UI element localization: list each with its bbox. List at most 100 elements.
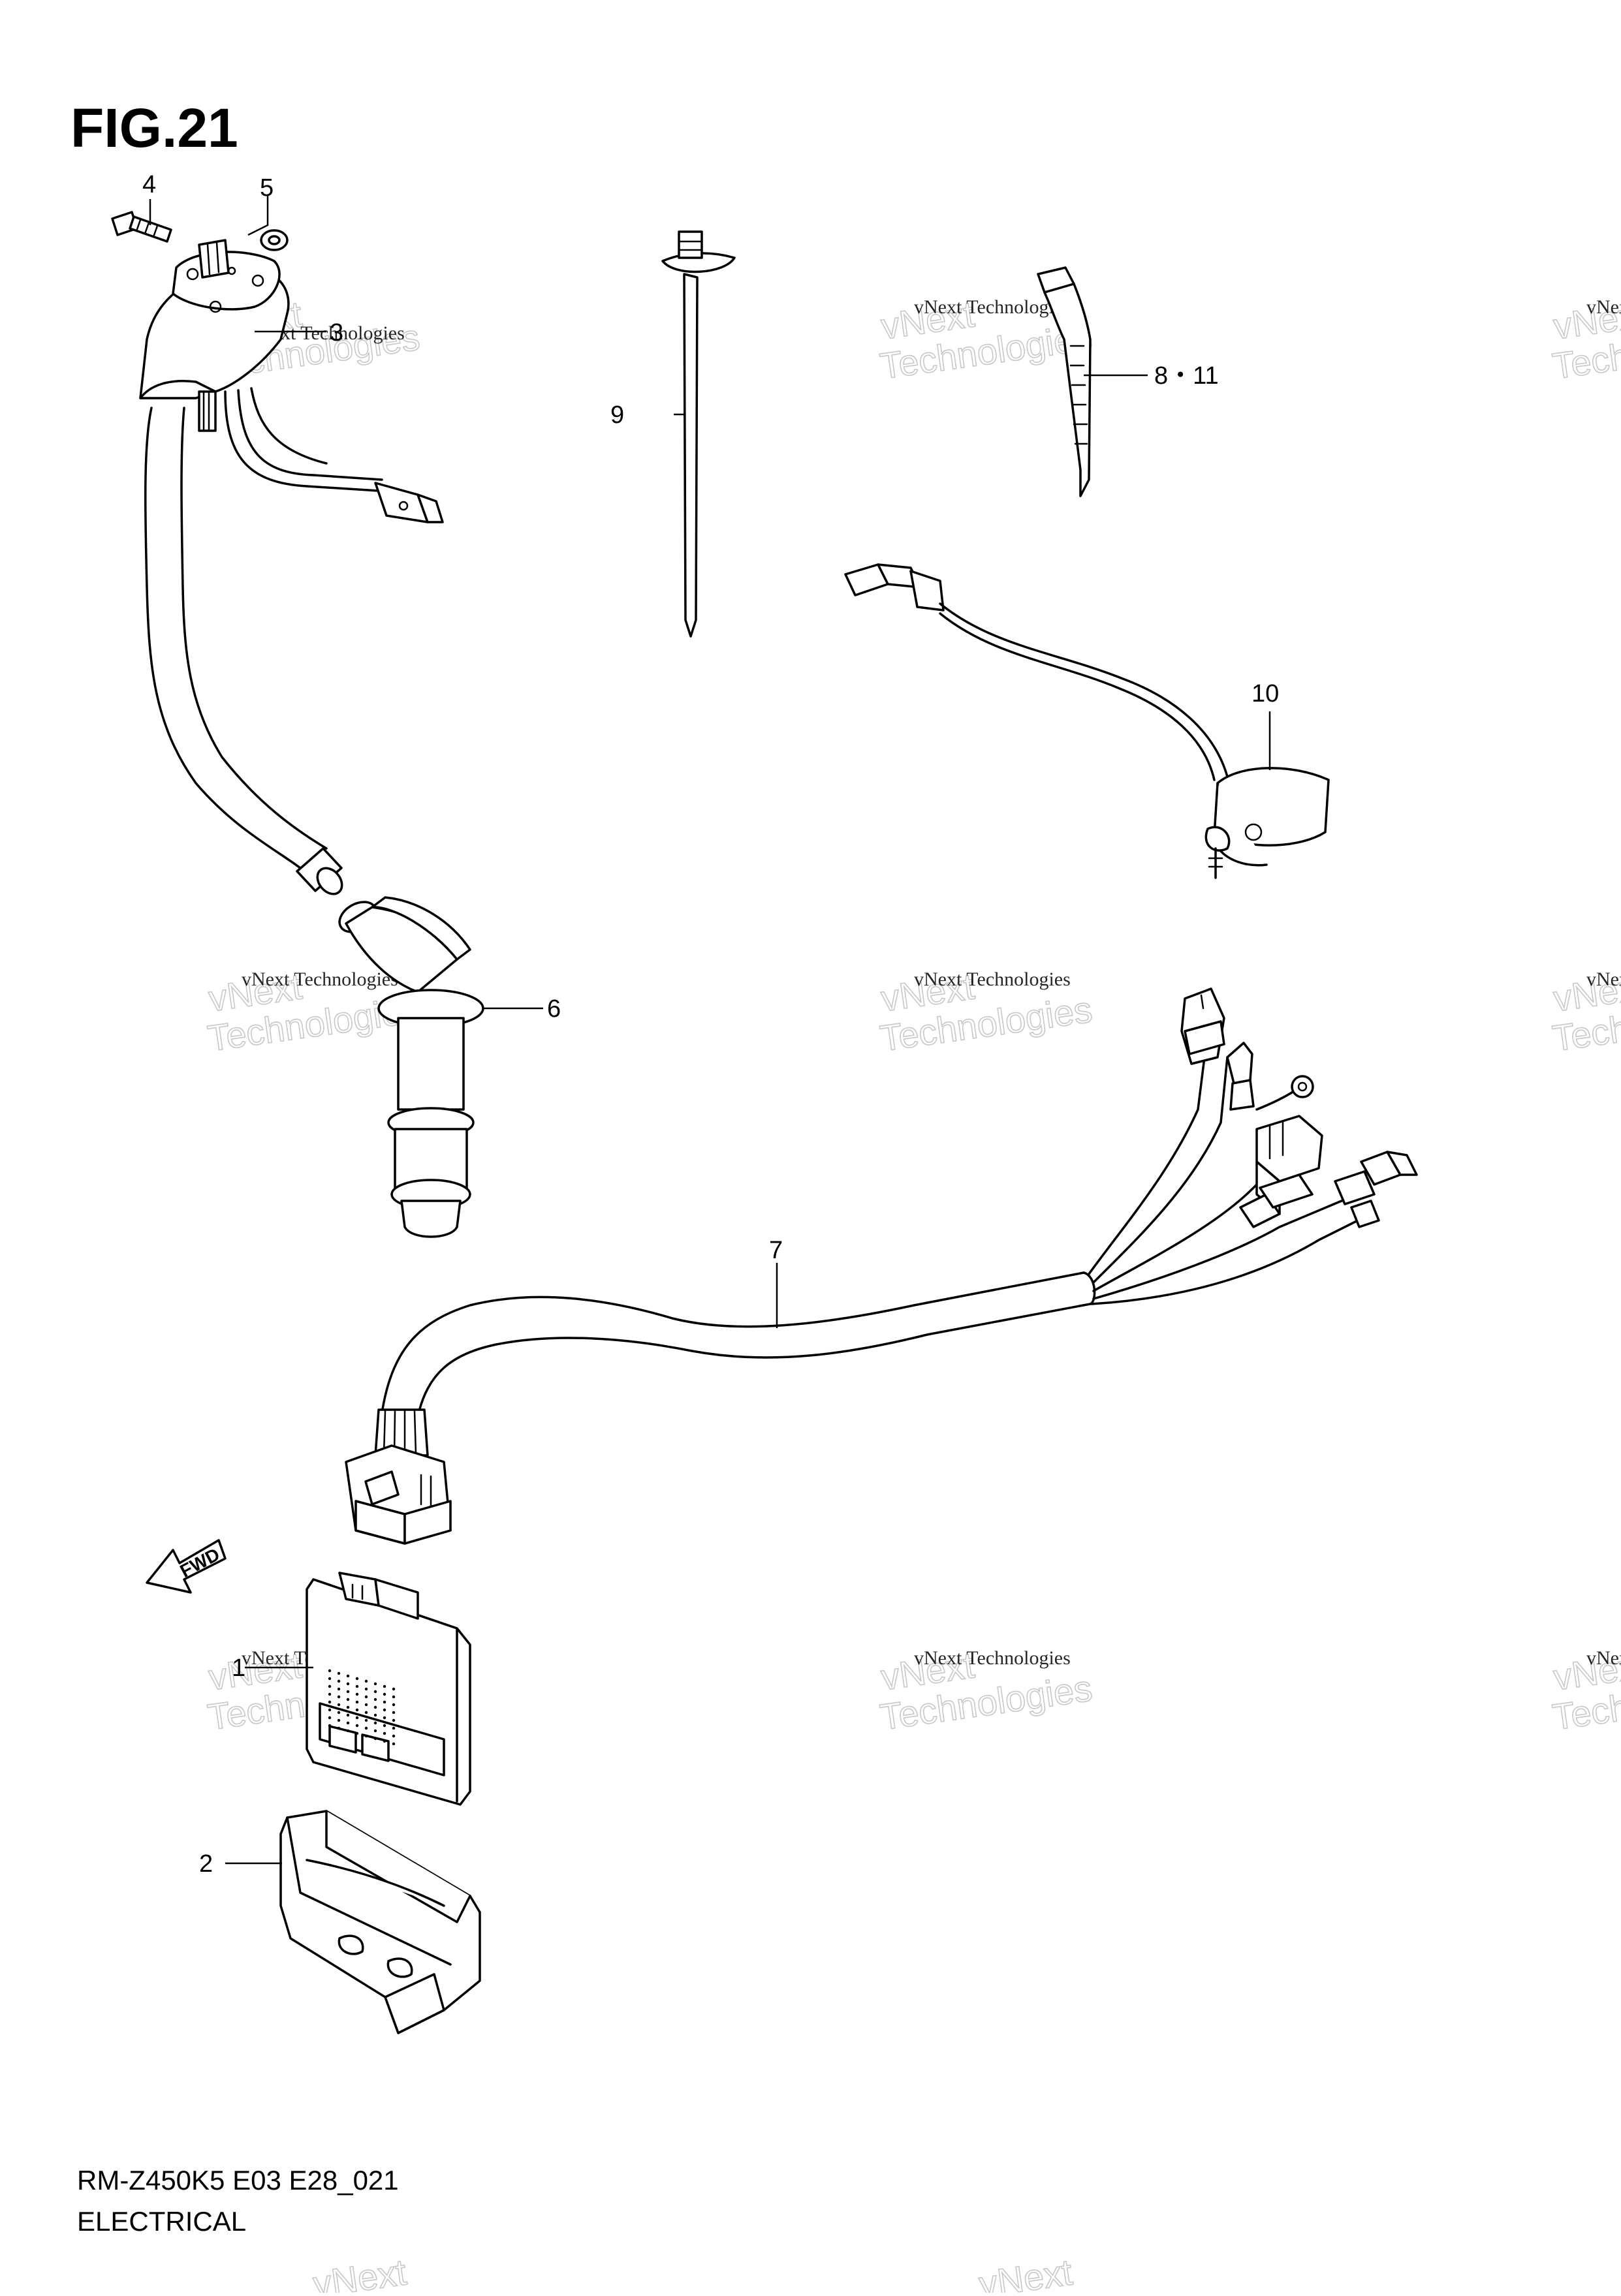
part-6-plug-cap bbox=[338, 896, 484, 1238]
cdi-dot bbox=[364, 1703, 368, 1707]
cdi-dot bbox=[392, 1695, 396, 1699]
cdi-dot bbox=[383, 1716, 386, 1720]
cdi-dot bbox=[337, 1679, 341, 1683]
cdi-dot bbox=[337, 1687, 341, 1691]
callout-8-11: 8・11 bbox=[1154, 362, 1219, 390]
cdi-dot bbox=[337, 1711, 341, 1714]
cdi-dot bbox=[373, 1713, 377, 1717]
cdi-dot bbox=[328, 1724, 332, 1728]
part-5-washer bbox=[260, 229, 289, 251]
cdi-dot bbox=[364, 1679, 368, 1683]
callout-10: 10 bbox=[1251, 680, 1279, 707]
cdi-dot bbox=[346, 1682, 350, 1686]
cdi-dot bbox=[346, 1698, 350, 1701]
cdi-dot bbox=[364, 1718, 368, 1722]
section-name: ELECTRICAL bbox=[77, 2206, 246, 2237]
svg-text:vNext Technologies: vNext Technologies bbox=[242, 969, 398, 990]
cdi-dot bbox=[346, 1705, 350, 1709]
watermark: vNext Technologies vNext Technologies bbox=[1549, 1644, 1621, 1739]
cdi-dot bbox=[364, 1695, 368, 1699]
cdi-dot bbox=[373, 1721, 377, 1725]
fwd-direction-arrow: FWD bbox=[146, 1539, 227, 1594]
cdi-dot bbox=[355, 1731, 359, 1735]
svg-text:vNext Technologies: vNext Technologies bbox=[914, 1647, 1071, 1669]
cdi-dot bbox=[328, 1677, 332, 1681]
cdi-dot bbox=[373, 1729, 377, 1733]
cdi-dot bbox=[355, 1684, 359, 1688]
cdi-dot bbox=[383, 1708, 386, 1712]
model-code: RM-Z450K5 E03 E28_021 bbox=[77, 2165, 399, 2195]
figure-title: FIG.21 bbox=[71, 97, 238, 159]
svg-text:vNext: vNext bbox=[311, 2251, 409, 2293]
watermark: vNext Technologies vNext Technologies bbox=[1549, 293, 1621, 388]
callout-4: 4 bbox=[142, 171, 156, 198]
cdi-dot bbox=[373, 1737, 377, 1741]
cdi-dot bbox=[364, 1711, 368, 1714]
watermark: vNext Technologies vNext Technologies bbox=[1549, 965, 1621, 1060]
part-8-11-cable-tie bbox=[1037, 266, 1092, 497]
cdi-dot bbox=[337, 1726, 341, 1730]
cdi-dot bbox=[392, 1734, 396, 1738]
watermark: vNext Technologies vNext Technologies bbox=[877, 965, 1095, 1060]
watermark: vNext Technologies vNext Technologies bbox=[877, 1644, 1095, 1739]
callout-labels: 4 5 3 9 8・11 10 6 7 1 2 bbox=[142, 171, 1279, 1878]
cdi-dot bbox=[337, 1703, 341, 1707]
watermark: vNext bbox=[310, 2251, 410, 2296]
svg-text:vNext Technologies: vNext Technologies bbox=[1586, 296, 1621, 318]
cdi-dot bbox=[383, 1731, 386, 1735]
cdi-dot bbox=[392, 1703, 396, 1707]
cdi-dot bbox=[392, 1687, 396, 1691]
part-4-bolt bbox=[111, 211, 172, 243]
part-7-wiring-harness bbox=[345, 987, 1418, 1545]
part-9-cable-tie-clip bbox=[661, 230, 736, 638]
callout-9: 9 bbox=[610, 401, 624, 429]
cdi-dot bbox=[392, 1718, 396, 1722]
cdi-dot bbox=[328, 1692, 332, 1696]
cdi-dot bbox=[383, 1724, 386, 1728]
cdi-dot bbox=[373, 1698, 377, 1701]
svg-text:vNext Technologies: vNext Technologies bbox=[1586, 1647, 1621, 1669]
cdi-dot bbox=[337, 1695, 341, 1699]
callout-3: 3 bbox=[330, 319, 343, 347]
cdi-dot bbox=[355, 1708, 359, 1712]
part-1-cdi-unit bbox=[306, 1572, 471, 1806]
part-10-switch bbox=[844, 563, 1330, 879]
cdi-dot bbox=[383, 1700, 386, 1704]
cdi-dot bbox=[328, 1716, 332, 1720]
cdi-dot bbox=[355, 1692, 359, 1696]
cdi-dot bbox=[364, 1726, 368, 1730]
cdi-dot bbox=[328, 1700, 332, 1704]
cdi-dot bbox=[383, 1692, 386, 1696]
cdi-dot bbox=[346, 1729, 350, 1733]
cdi-dot bbox=[364, 1734, 368, 1738]
cdi-dot bbox=[373, 1682, 377, 1686]
cdi-dot bbox=[364, 1687, 368, 1691]
cdi-dot bbox=[373, 1705, 377, 1709]
cdi-dot bbox=[346, 1674, 350, 1678]
part-2-cdi-holder bbox=[279, 1810, 481, 2034]
callout-7: 7 bbox=[769, 1237, 783, 1264]
cdi-dot bbox=[383, 1739, 386, 1743]
cdi-dot bbox=[373, 1690, 377, 1694]
cdi-dot bbox=[346, 1690, 350, 1694]
cdi-dot bbox=[328, 1684, 332, 1688]
callout-1: 1 bbox=[232, 1654, 245, 1682]
cdi-dot bbox=[328, 1669, 332, 1673]
cdi-dot bbox=[337, 1671, 341, 1675]
cdi-dot bbox=[346, 1721, 350, 1725]
svg-text:vNext Technologies: vNext Technologies bbox=[1586, 969, 1621, 990]
svg-text:vNext Technologies: vNext Technologies bbox=[914, 296, 1071, 318]
callout-6: 6 bbox=[547, 995, 561, 1023]
cdi-dot-grid bbox=[328, 1669, 396, 1746]
callout-2: 2 bbox=[199, 1850, 213, 1878]
cdi-dot bbox=[328, 1708, 332, 1712]
cdi-dot bbox=[346, 1713, 350, 1717]
cdi-dot bbox=[392, 1742, 396, 1746]
callout-leaders bbox=[149, 196, 1271, 1865]
cdi-dot bbox=[392, 1726, 396, 1730]
part-3-sensor-assembly bbox=[139, 239, 444, 895]
svg-text:vNext: vNext bbox=[977, 2251, 1075, 2293]
cdi-dot bbox=[383, 1684, 386, 1688]
